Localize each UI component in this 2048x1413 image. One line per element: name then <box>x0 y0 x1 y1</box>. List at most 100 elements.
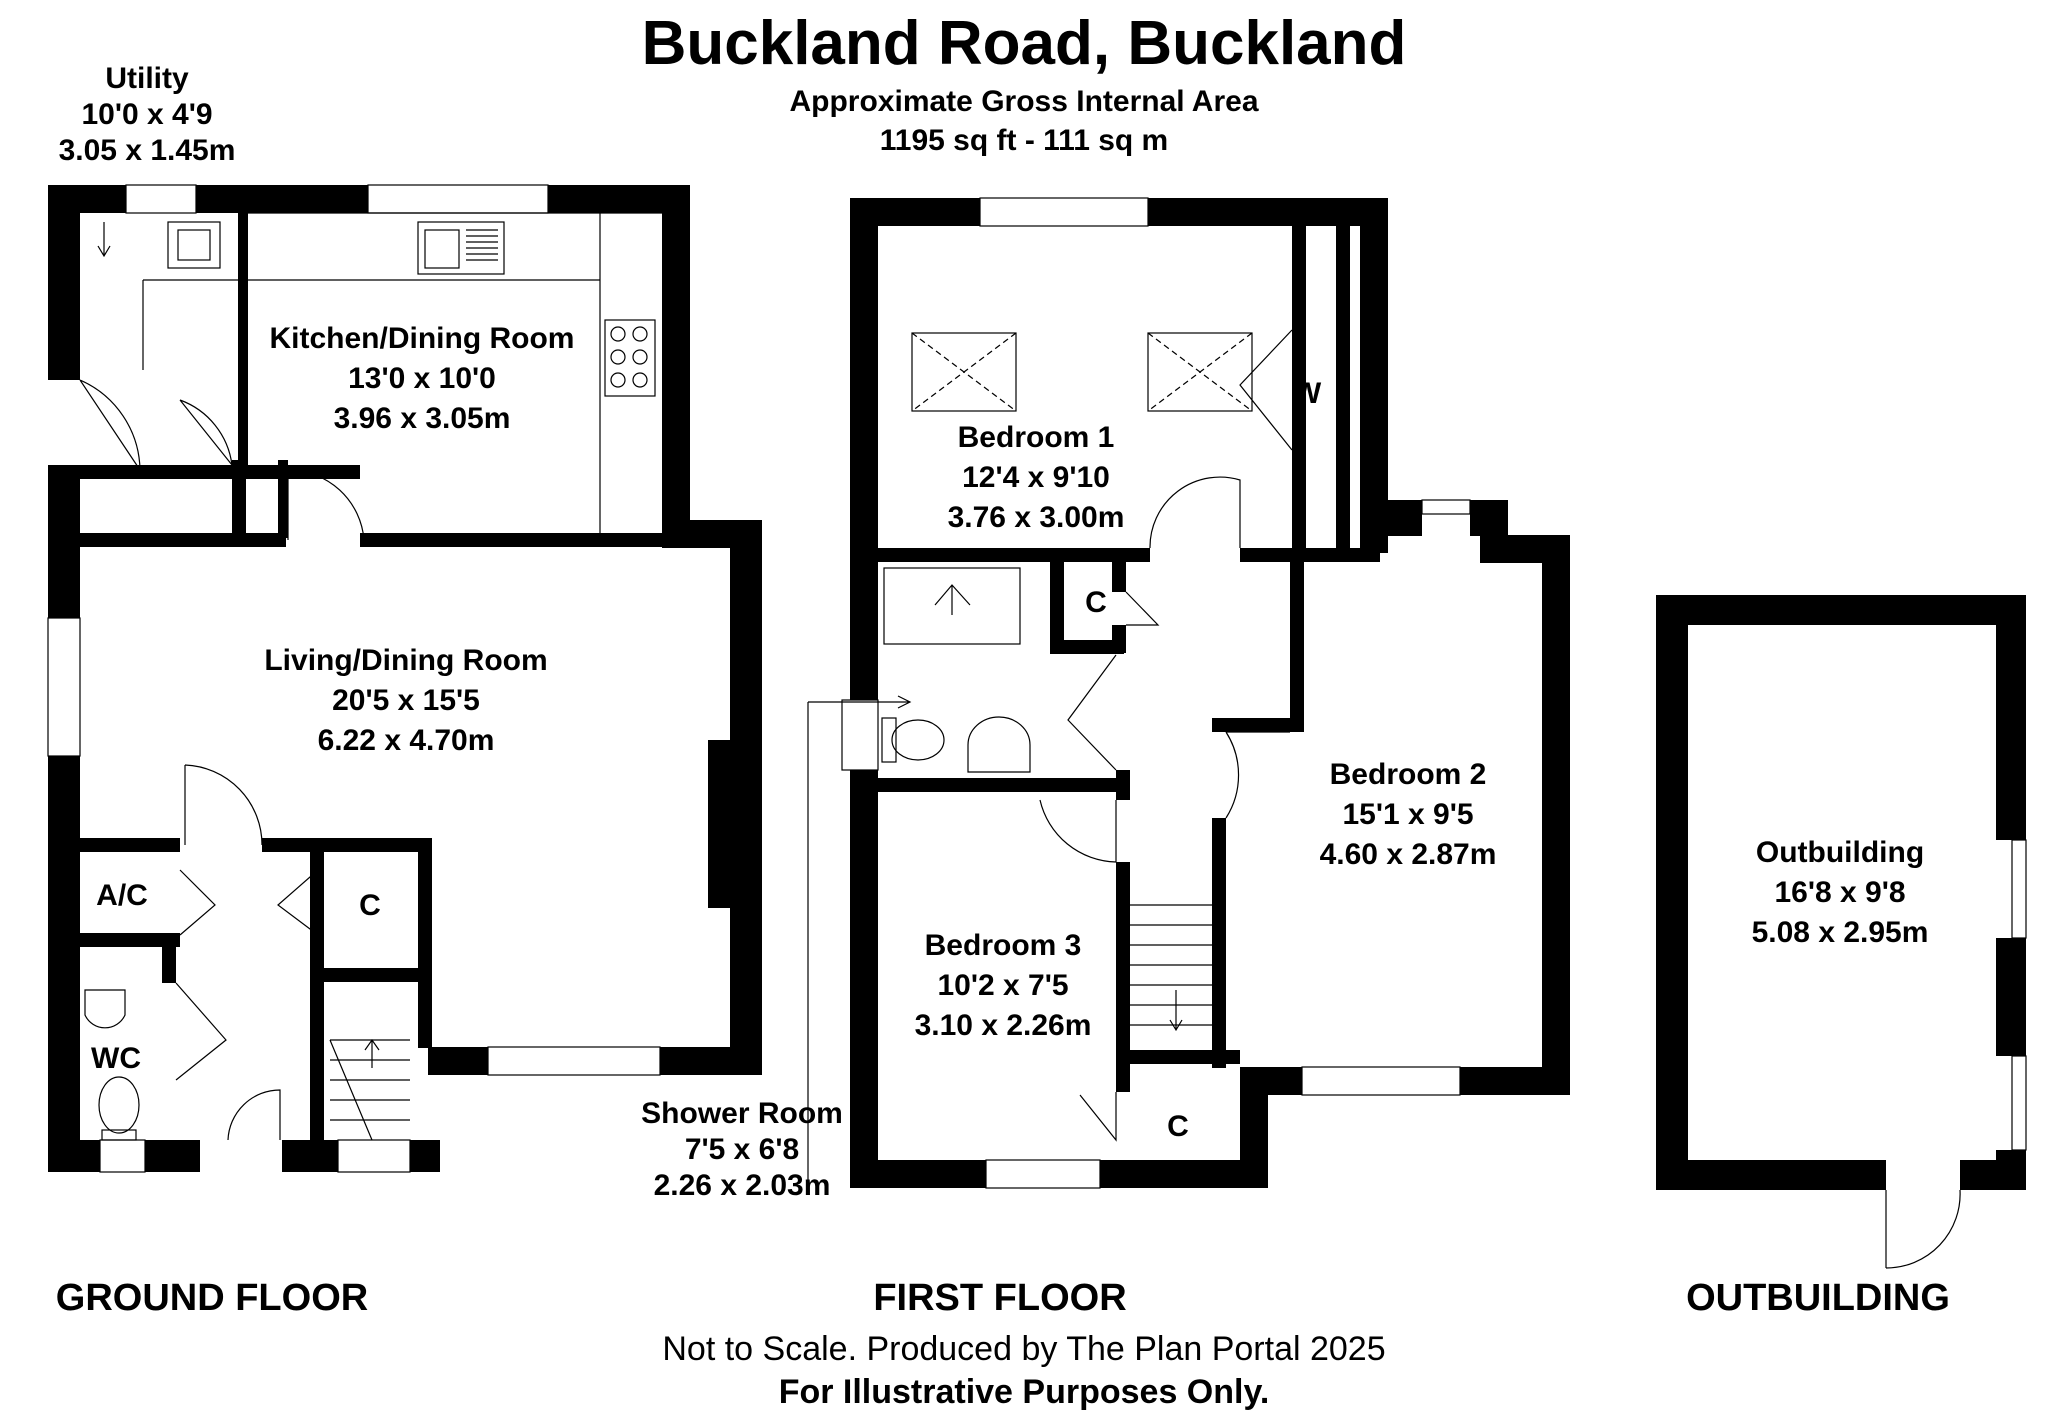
stairs <box>329 1039 410 1141</box>
room-name-bedroom3: Bedroom 3 <box>925 929 1082 962</box>
shower-drain <box>934 584 971 615</box>
floor-label-ground: GROUND FLOOR <box>56 1277 368 1319</box>
room-size-imperial: 20'5 x 15'5 <box>332 684 480 717</box>
wall <box>48 838 180 852</box>
door-swing <box>1149 476 1241 549</box>
room-size-imperial: 15'1 x 9'5 <box>1342 798 1473 831</box>
wall <box>850 198 980 226</box>
wall <box>196 185 368 213</box>
wall <box>410 1140 440 1172</box>
hob <box>604 319 656 397</box>
wall <box>1100 1160 1268 1188</box>
hob-ring <box>632 326 648 342</box>
chimney-breast <box>708 740 736 908</box>
window <box>2011 1055 2027 1151</box>
door-swing <box>184 764 263 846</box>
wall <box>1336 226 1350 550</box>
skylight-cross <box>1147 332 1253 412</box>
wall <box>1460 1067 1570 1095</box>
wc-toilet <box>98 1076 140 1134</box>
wall <box>1148 198 1388 226</box>
basin <box>967 716 1031 773</box>
room-name-outbuilding: Outbuilding <box>1756 836 1924 869</box>
window <box>337 1139 411 1173</box>
room-name-cupboard: C <box>1085 586 1107 619</box>
door-swing <box>179 399 233 466</box>
wall <box>310 968 430 982</box>
door-swing <box>277 869 319 936</box>
door-swing <box>175 982 227 1081</box>
wall <box>1116 1050 1240 1064</box>
wall <box>1360 198 1388 553</box>
stairs-arrow-icon <box>1169 990 1183 1032</box>
room-name-shower: Shower Room <box>641 1097 843 1130</box>
sink-bowl <box>177 229 211 261</box>
wall <box>48 933 180 947</box>
door-swing <box>287 469 365 541</box>
door-swing <box>1225 731 1290 819</box>
wall <box>310 968 324 1148</box>
door-swing <box>1079 1092 1117 1142</box>
wall <box>1112 625 1126 653</box>
wall <box>48 185 126 213</box>
wall <box>1386 500 1422 536</box>
floor-label-outbuilding: OUTBUILDING <box>1686 1277 1950 1319</box>
drainer <box>466 229 498 261</box>
wall <box>878 778 1130 792</box>
wall <box>232 460 246 538</box>
wall <box>145 1140 200 1172</box>
room-name-wardrobe: W <box>1293 377 1322 410</box>
skylight <box>911 332 1017 412</box>
stairs-arrow-icon <box>364 1038 380 1068</box>
wall <box>418 838 432 1048</box>
wall <box>850 1160 986 1188</box>
window <box>1421 499 1471 515</box>
wall <box>278 460 288 538</box>
door-swing <box>1239 329 1293 451</box>
room-size-imperial: 13'0 x 10'0 <box>348 362 496 395</box>
hob-ring <box>610 372 626 388</box>
arrow-right-icon <box>808 695 912 709</box>
window <box>47 617 81 757</box>
window <box>985 1159 1101 1189</box>
wall <box>1656 595 1688 1190</box>
door-swing <box>1039 799 1117 863</box>
room-name-living: Living/Dining Room <box>264 644 547 677</box>
stairs <box>1130 904 1212 1026</box>
ground-floor-plan: Utility 10'0 x 4'9 3.05 x 1.45m Kitchen/… <box>47 62 762 1173</box>
window <box>99 1139 146 1173</box>
toilet-cistern <box>881 717 897 763</box>
floor-label-first: FIRST FLOOR <box>873 1277 1126 1319</box>
wall <box>1050 562 1064 652</box>
area-value: 1195 sq ft - 111 sq m <box>880 124 1169 157</box>
hob-ring <box>632 372 648 388</box>
wall <box>48 1140 100 1172</box>
window <box>1301 1066 1461 1096</box>
hob-ring <box>632 349 648 365</box>
room-size-metric: 3.96 x 3.05m <box>334 402 511 435</box>
room-name-kitchen: Kitchen/Dining Room <box>270 322 575 355</box>
door-swing <box>1885 1189 1961 1269</box>
window <box>487 1046 661 1076</box>
door-swing <box>179 869 216 936</box>
door-swing <box>1125 591 1160 626</box>
wall <box>1292 226 1306 550</box>
wall <box>1116 862 1130 1060</box>
room-size-metric: 2.26 x 2.03m <box>654 1169 831 1202</box>
wall <box>662 185 690 525</box>
door-swing <box>79 379 141 471</box>
wall <box>1996 938 2026 1056</box>
wall <box>48 185 80 380</box>
room-name-bedroom1: Bedroom 1 <box>958 421 1115 454</box>
wc-cistern <box>101 1129 137 1141</box>
room-name-utility: Utility <box>105 62 189 95</box>
wall <box>48 533 286 547</box>
wall <box>1116 770 1130 800</box>
room-size-metric: 5.08 x 2.95m <box>1752 916 1929 949</box>
wall <box>1656 1160 1886 1190</box>
wall <box>1240 548 1380 562</box>
room-name-cupboard: C <box>1167 1110 1189 1143</box>
room-size-metric: 6.22 x 4.70m <box>318 724 495 757</box>
toilet <box>891 719 945 761</box>
